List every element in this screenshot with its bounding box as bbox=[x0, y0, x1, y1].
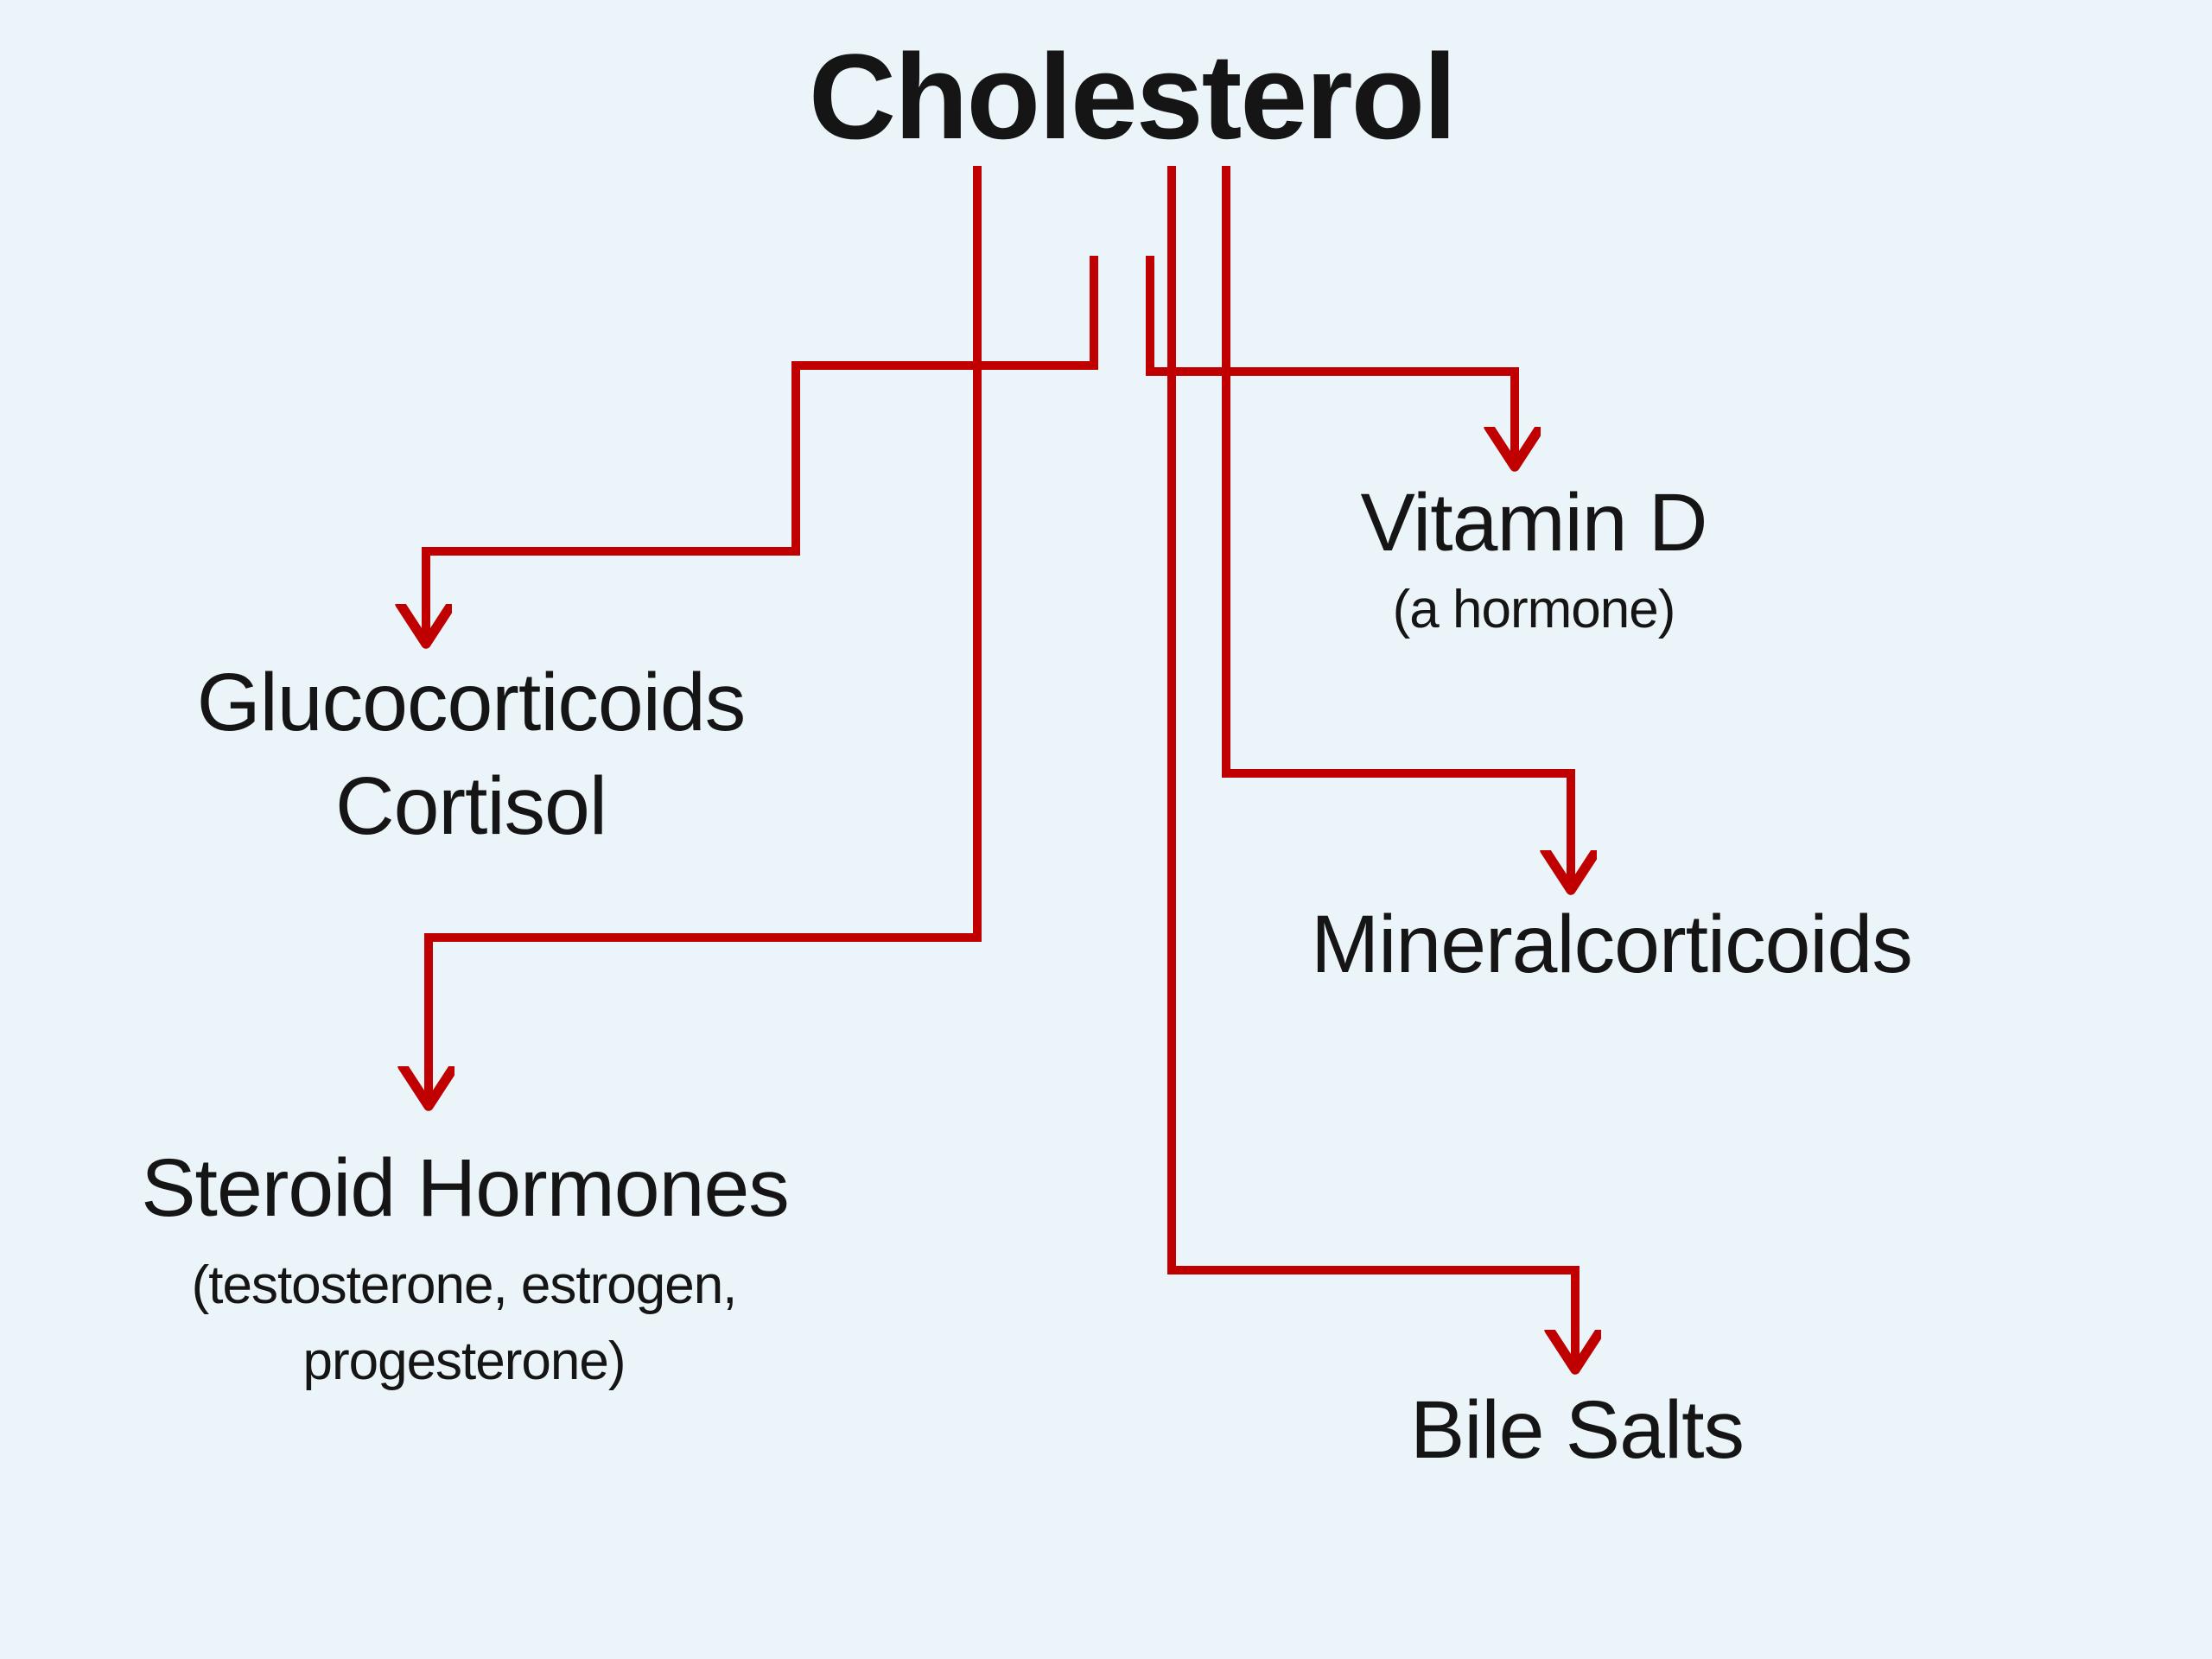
steroid-hormones-sub-line1: (testosterone, estrogen, bbox=[191, 1255, 738, 1315]
mineralcorticoids-label: Mineralcorticoids bbox=[1311, 899, 1913, 990]
steroid-hormones-label: Steroid Hormones bbox=[141, 1142, 790, 1234]
node-glucocorticoids: Glucocorticoids Cortisol bbox=[196, 651, 746, 858]
page-title: Cholesterol bbox=[808, 29, 1457, 164]
vitamin-d-label: Vitamin D bbox=[1360, 477, 1707, 569]
arrow-mineralcorticoids bbox=[1222, 166, 1571, 890]
steroid-hormones-sub-line2: progesterone) bbox=[302, 1332, 626, 1391]
arrow-steroid-hormones bbox=[429, 166, 982, 1106]
arrow-bile-salts bbox=[1167, 166, 1575, 1370]
vitamin-d-sublabel: (a hormone) bbox=[1392, 580, 1676, 639]
bile-salts-label: Bile Salts bbox=[1409, 1384, 1745, 1476]
cortisol-label: Cortisol bbox=[334, 760, 607, 852]
arrow-glucocorticoids bbox=[426, 256, 1098, 644]
steroid-hormones-sublabel: (testosterone, estrogen, progesterone) bbox=[191, 1248, 738, 1400]
arrow-vitamin-d bbox=[1146, 256, 1515, 467]
glucocorticoids-label: Glucocorticoids bbox=[196, 657, 746, 748]
